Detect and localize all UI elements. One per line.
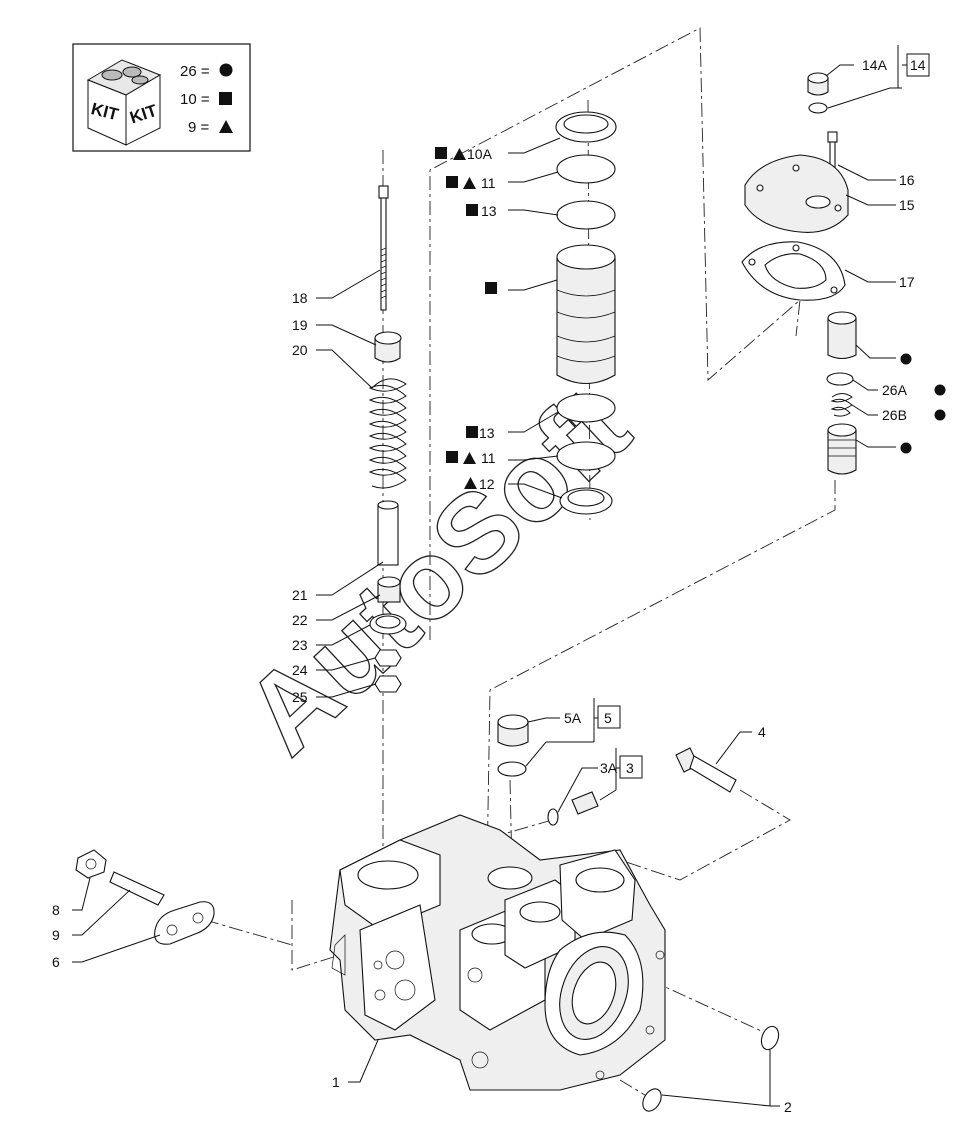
label-1: 1 xyxy=(332,1074,340,1090)
label-6: 6 xyxy=(52,954,60,970)
ring-23 xyxy=(369,613,407,635)
square-symbol xyxy=(446,176,458,188)
label-14A: 14A xyxy=(862,57,888,73)
label-13-bottom: 13 xyxy=(479,425,495,441)
plug-14A xyxy=(807,72,829,114)
housing-1 xyxy=(329,814,666,1091)
nut-24 xyxy=(374,649,402,667)
spring-26B xyxy=(830,393,853,417)
circle-symbol xyxy=(219,63,233,77)
ring-12 xyxy=(559,487,613,515)
label-8: 8 xyxy=(52,902,60,918)
kit-row-26: 26 = xyxy=(180,63,210,80)
bolt-18 xyxy=(378,185,389,311)
stud-9 xyxy=(109,871,165,906)
label-20: 20 xyxy=(292,342,308,358)
label-18: 18 xyxy=(292,290,308,306)
label-3: 3 xyxy=(626,760,634,776)
seat-22 xyxy=(377,576,401,603)
plug-26-top xyxy=(827,311,857,360)
triangle-symbol xyxy=(463,452,476,464)
circle-symbol xyxy=(900,353,912,365)
cover-group xyxy=(741,72,857,475)
o-ring-11-top xyxy=(556,154,616,184)
spring-group xyxy=(368,185,407,693)
square-symbol xyxy=(485,282,497,294)
label-17: 17 xyxy=(899,274,915,290)
label-15: 15 xyxy=(899,197,915,213)
label-25: 25 xyxy=(292,689,308,705)
o-ring-13-top xyxy=(556,200,616,230)
callout-labels: 14A 14 16 15 17 26A 26B 10A 11 13 13 11 … xyxy=(52,57,946,1115)
label-14: 14 xyxy=(910,57,926,73)
gasket-17 xyxy=(741,241,846,301)
callout-box-3 xyxy=(619,755,643,779)
square-symbol xyxy=(219,92,232,105)
plate-6 xyxy=(154,901,215,945)
o-ring-13-bottom xyxy=(556,393,616,423)
label-12: 12 xyxy=(479,476,495,492)
label-21: 21 xyxy=(292,587,308,603)
plug-3A xyxy=(547,791,599,826)
label-11-top: 11 xyxy=(481,175,496,191)
o-ring-2-bottom xyxy=(642,1088,662,1112)
kit-row-9: 9 = xyxy=(188,119,210,136)
kit-row-10: 10 = xyxy=(180,91,210,108)
label-26A: 26A xyxy=(882,382,908,398)
o-ring-11-bottom xyxy=(556,441,616,471)
triangle-symbol xyxy=(464,477,477,489)
nut-8 xyxy=(75,849,107,879)
kit-legend: KIT KIT 26 = 10 = 9 = xyxy=(72,43,251,152)
square-symbol xyxy=(466,426,478,438)
label-23: 23 xyxy=(292,637,308,653)
ring-10A xyxy=(555,111,617,143)
o-ring-26A xyxy=(826,372,854,386)
label-5: 5 xyxy=(604,710,612,726)
label-11-bottom: 11 xyxy=(481,450,496,466)
spool-group xyxy=(555,111,617,515)
label-2: 2 xyxy=(784,1099,792,1115)
square-symbol xyxy=(466,204,478,216)
triangle-symbol xyxy=(453,148,466,160)
bolt-4 xyxy=(675,747,737,793)
label-5A: 5A xyxy=(564,710,582,726)
label-9: 9 xyxy=(52,927,60,943)
label-26B: 26B xyxy=(882,407,907,423)
circle-symbol xyxy=(934,409,946,421)
triangle-symbol xyxy=(463,177,476,189)
plug-26-bottom xyxy=(827,423,857,475)
label-3A: 3A xyxy=(600,760,618,776)
label-22: 22 xyxy=(292,612,308,628)
cap-19 xyxy=(374,331,402,363)
label-4: 4 xyxy=(758,724,766,740)
label-16: 16 xyxy=(899,172,915,188)
kit-box-icon: KIT KIT xyxy=(86,59,162,146)
watermark: AutoSoft xyxy=(221,364,652,778)
circle-symbol xyxy=(900,442,912,454)
label-19: 19 xyxy=(292,317,308,333)
callout-box-14 xyxy=(906,53,930,77)
nut-25 xyxy=(374,675,402,693)
square-symbol xyxy=(435,147,447,159)
triangle-symbol xyxy=(219,120,233,133)
square-symbol xyxy=(446,451,458,463)
plug-5A xyxy=(497,714,529,777)
spool-piston xyxy=(556,244,616,384)
callout-box-5 xyxy=(597,705,621,729)
label-13-top: 13 xyxy=(481,203,497,219)
cover-15 xyxy=(744,154,849,233)
label-10A: 10A xyxy=(467,146,493,162)
leader-lines xyxy=(72,45,907,1107)
label-24: 24 xyxy=(292,662,308,678)
o-ring-2-right xyxy=(760,1025,780,1051)
pin-21 xyxy=(377,500,399,566)
circle-symbol xyxy=(934,384,946,396)
spring-20 xyxy=(368,378,407,489)
